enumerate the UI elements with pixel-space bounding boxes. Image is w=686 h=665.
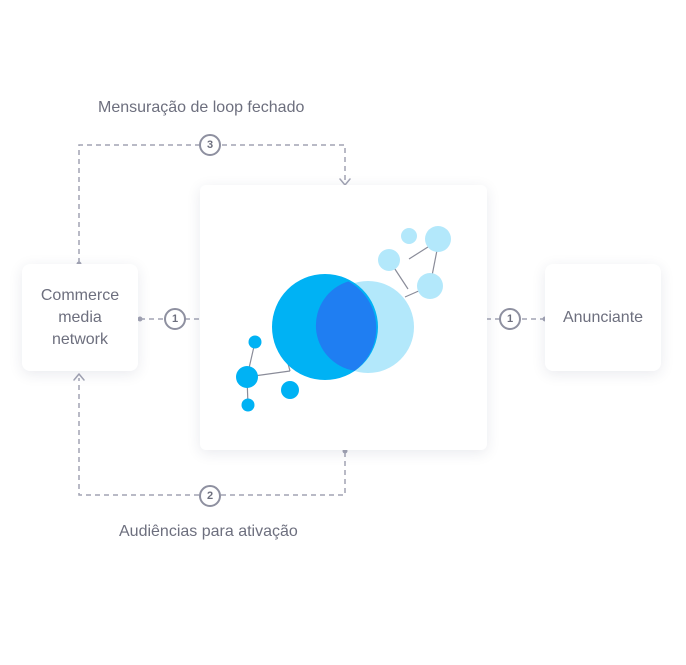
audience-overlap-lens (315, 281, 377, 371)
node-blue-top (248, 335, 262, 349)
step-badge-top-3: 3 (199, 134, 221, 156)
node-light-right (417, 273, 443, 299)
step-badge-right-1: 1 (499, 308, 521, 330)
step-badge-left-1: 1 (164, 308, 186, 330)
data-clean-room-card (200, 185, 487, 450)
node-light-mid (378, 249, 400, 271)
node-blue-right (281, 381, 299, 399)
audience-overlap-illustration (236, 226, 451, 412)
arrowhead-bottom-up (73, 373, 85, 381)
node-light-large (425, 226, 451, 252)
step-badge-bottom-2: 2 (199, 485, 221, 507)
commerce-media-network-card: Commerce media network (22, 264, 138, 371)
commerce-media-network-label: Commerce media network (40, 286, 120, 348)
advertiser-label: Anunciante (562, 308, 644, 326)
activation-audiences-label: Audiências para ativação (119, 523, 298, 540)
advertiser-card: Anunciante (545, 264, 661, 371)
closed-loop-measurement-label: Mensuração de loop fechado (98, 99, 305, 116)
node-light-small (401, 228, 417, 244)
node-blue-bottom (241, 398, 255, 412)
loop-top-path (78, 144, 346, 263)
node-blue-large (236, 366, 258, 388)
left-input-origin-dot (137, 316, 143, 322)
